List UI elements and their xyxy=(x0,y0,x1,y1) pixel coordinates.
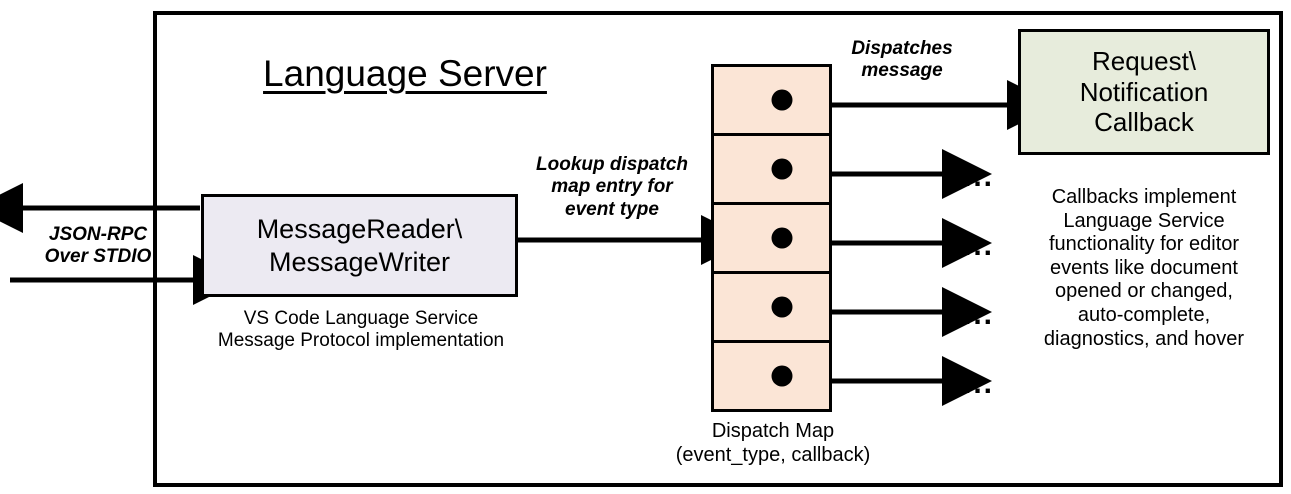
dispatches-message-label: Dispatches message xyxy=(851,38,953,82)
dispatch-map-caption: Dispatch Map (event_type, callback) xyxy=(675,420,871,466)
dispatch-row[interactable] xyxy=(714,343,829,409)
lookup-dispatch-label: Lookup dispatch map entry for event type xyxy=(536,154,688,220)
message-reader-writer-caption: VS Code Language Service Message Protoco… xyxy=(217,308,505,352)
message-reader-writer-box[interactable]: MessageReader\ MessageWriter xyxy=(201,194,518,297)
diagram-title: Language Server xyxy=(263,53,547,94)
request-notification-callback-box[interactable]: Request\ Notification Callback xyxy=(1018,29,1270,155)
callback-description-caption: Callbacks implement Language Service fun… xyxy=(1043,186,1245,350)
callback-pointer-dot-icon xyxy=(771,296,793,318)
callback-pointer-dot-icon xyxy=(771,227,793,249)
ellipsis-row-4: ... xyxy=(963,298,995,331)
dispatch-row[interactable] xyxy=(714,67,829,136)
callback-pointer-dot-icon xyxy=(771,158,793,180)
language-server-frame xyxy=(153,11,1283,487)
message-reader-writer-label: MessageReader\ MessageWriter xyxy=(256,214,463,277)
request-notification-callback-label: Request\ Notification Callback xyxy=(1079,45,1209,138)
ellipsis-row-2: ... xyxy=(963,160,995,193)
dispatch-row[interactable] xyxy=(714,136,829,205)
json-rpc-protocol-label: JSON-RPC Over STDIO xyxy=(44,224,152,268)
ellipsis-row-5: ... xyxy=(963,367,995,400)
callback-pointer-dot-icon xyxy=(771,89,793,111)
callback-pointer-dot-icon xyxy=(771,365,793,387)
ellipsis-row-3: ... xyxy=(963,229,995,262)
dispatch-row[interactable] xyxy=(714,274,829,343)
dispatch-row[interactable] xyxy=(714,205,829,274)
dispatch-map-table[interactable] xyxy=(711,64,832,412)
